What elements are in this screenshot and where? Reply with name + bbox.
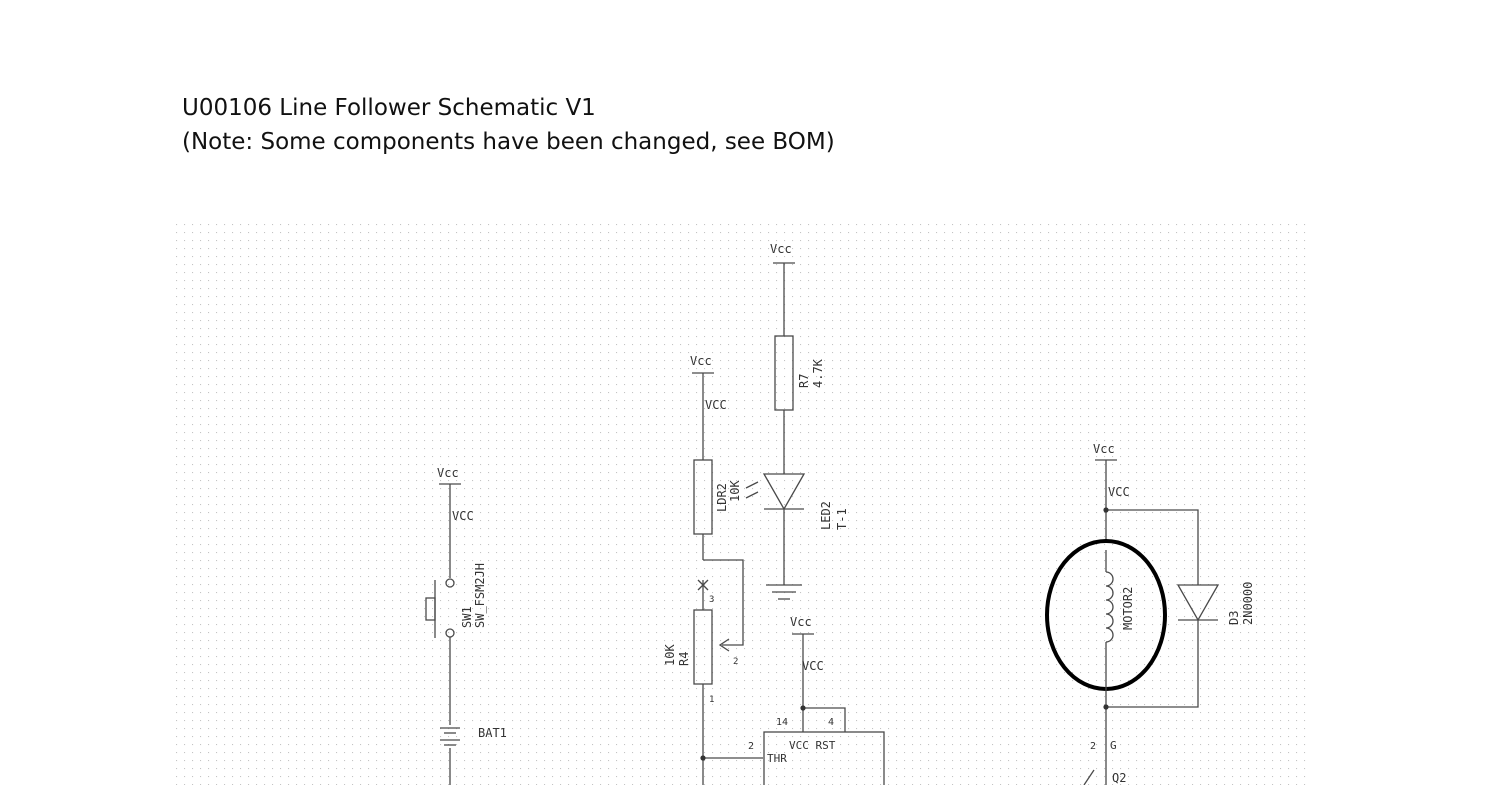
- d3-ref: D3: [1227, 611, 1241, 625]
- vcc-net-ldr: VCC: [705, 398, 727, 412]
- motor-branch: [1045, 459, 1220, 785]
- page-title: U00106 Line Follower Schematic V1: [182, 95, 596, 121]
- r4-value: 10K: [663, 644, 677, 666]
- q2-gate: G: [1110, 739, 1117, 752]
- ldr2-value: 10K: [728, 480, 742, 502]
- r4-pin3: 3: [709, 595, 714, 605]
- junction-dot: [1103, 507, 1109, 513]
- timer-block: [763, 633, 885, 785]
- sw1-branch: [425, 483, 461, 785]
- r7-value: 4.7K: [811, 358, 825, 388]
- led2-value: T-1: [835, 508, 849, 530]
- page-note: (Note: Some components have been changed…: [182, 129, 835, 155]
- document-header: U00106 Line Follower Schematic V1 (Note:…: [182, 91, 835, 159]
- d3-part: 2N0000: [1241, 582, 1255, 625]
- led2-ref: LED2: [819, 501, 833, 530]
- timer-vcc-rst: VCC RST: [789, 739, 836, 752]
- timer-pin-2: 2: [748, 741, 754, 752]
- timer-pin-4: 4: [828, 717, 834, 728]
- r4-pin1: 1: [709, 695, 714, 705]
- vcc-label-led: Vcc: [770, 242, 792, 256]
- junction-dot: [700, 755, 706, 761]
- vcc-net-motor: VCC: [1108, 485, 1130, 499]
- vcc-label-ldr: Vcc: [690, 354, 712, 368]
- vcc-net-sw: VCC: [452, 509, 474, 523]
- motor2-ref: MOTOR2: [1121, 587, 1135, 630]
- junction-dot: [800, 705, 806, 711]
- q2-pin2: 2: [1090, 741, 1096, 752]
- led-branch: [762, 262, 806, 600]
- ldr-branch: [692, 372, 763, 785]
- timer-thr: THR: [767, 752, 787, 765]
- bat1-ref: BAT1: [478, 726, 507, 740]
- sw1-ref: SW1: [460, 606, 474, 628]
- vcc-net-timer: VCC: [802, 659, 824, 673]
- sw1-part: SW_FSM2JH: [473, 563, 487, 628]
- junction-dot: [1103, 704, 1109, 710]
- grid-background: [176, 222, 1310, 785]
- r7-ref: R7: [797, 374, 811, 388]
- ldr2-ref: LDR2: [715, 483, 729, 512]
- r4-ref: R4: [677, 652, 691, 666]
- timer-pin-14: 14: [776, 717, 788, 728]
- vcc-label-timer: Vcc: [790, 615, 812, 629]
- r4-pin2: 2: [733, 657, 738, 667]
- vcc-label-motor: Vcc: [1093, 442, 1115, 456]
- q2-ref: Q2: [1112, 771, 1126, 785]
- vcc-label-sw: Vcc: [437, 466, 459, 480]
